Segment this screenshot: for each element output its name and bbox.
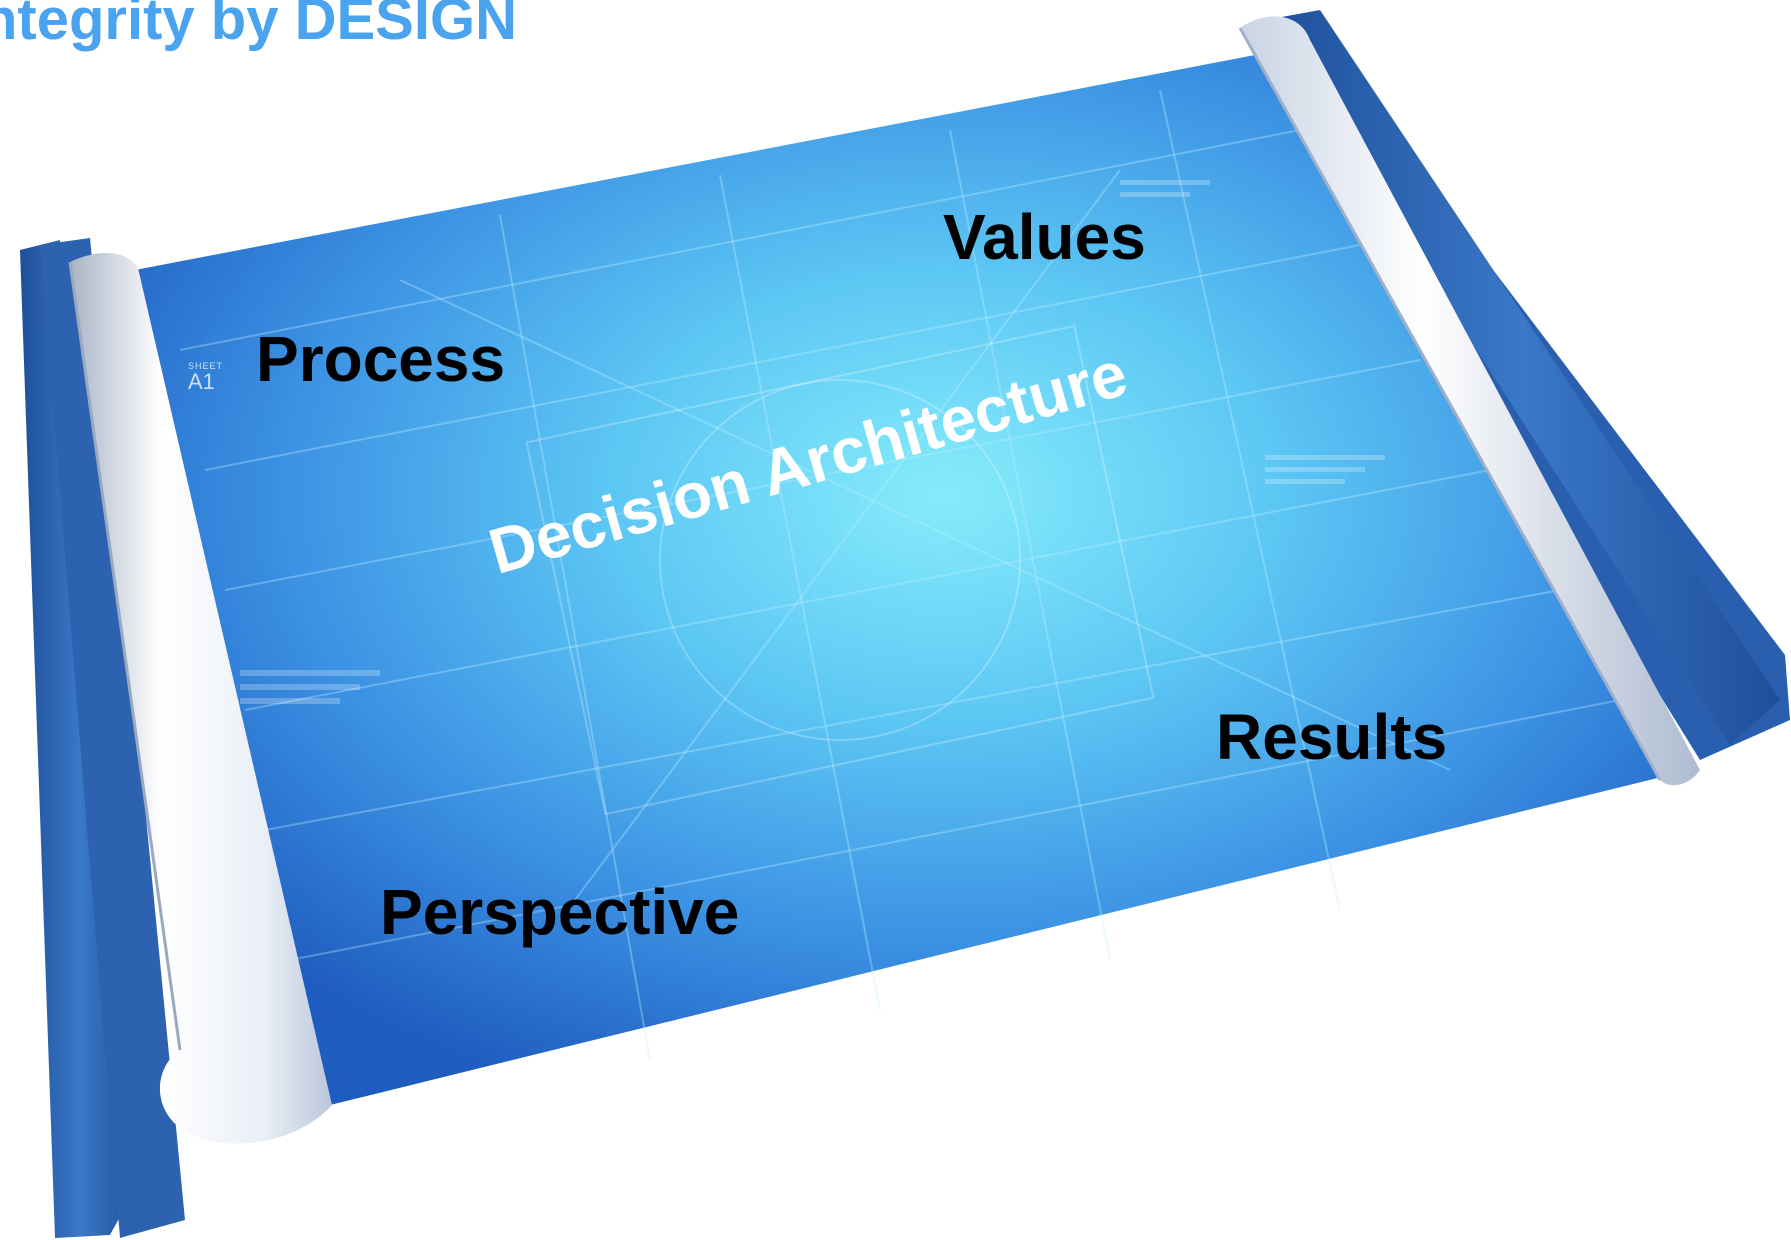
left-paper-roll — [70, 252, 332, 1144]
blueprint-paper — [135, 55, 1690, 1105]
slide-title: ntegrity by DESIGN — [0, 0, 517, 52]
right-paper-roll — [1240, 16, 1700, 786]
left-back-sheet-2 — [40, 238, 185, 1238]
sheet-tag: SHEET A1 — [188, 362, 223, 393]
label-values: Values — [943, 201, 1146, 273]
label-perspective: Perspective — [380, 876, 740, 948]
right-back-sheet-2 — [1265, 10, 1780, 745]
label-results: Results — [1216, 701, 1448, 773]
label-process: Process — [256, 323, 506, 395]
sheet-tag-small: SHEET — [188, 361, 224, 371]
sheet-tag-id: A1 — [188, 369, 215, 394]
